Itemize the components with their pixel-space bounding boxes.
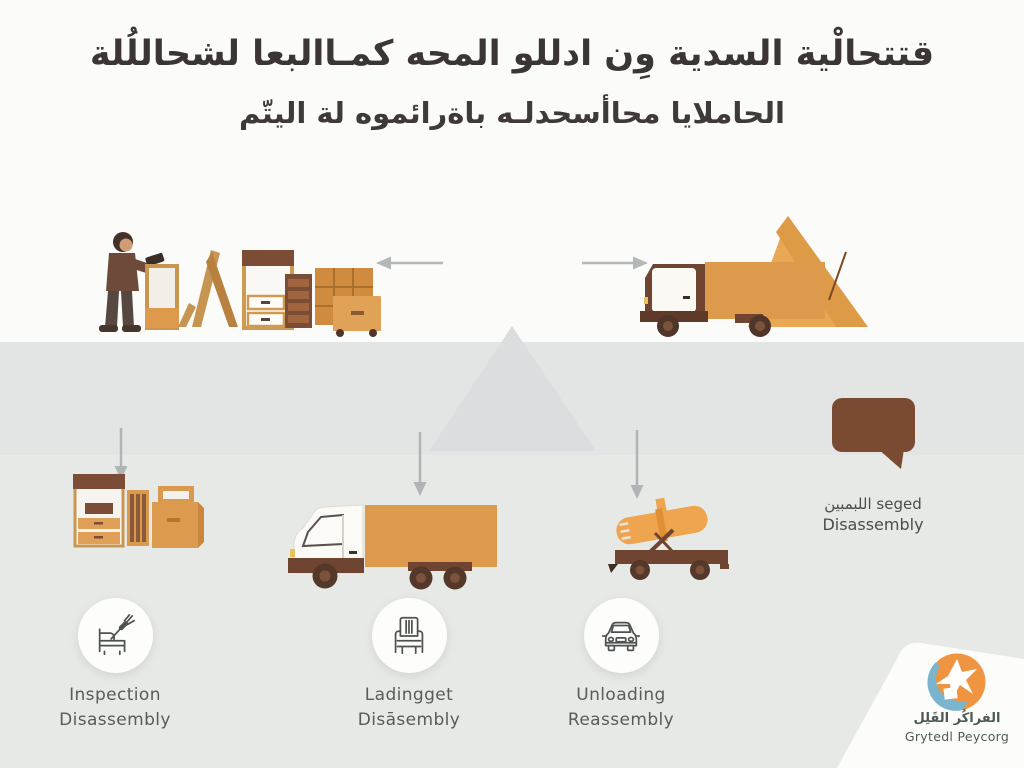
box-truck-illustration <box>288 504 497 590</box>
chair-icon <box>394 616 424 654</box>
worker-icon <box>99 232 165 332</box>
loaded-truck-illustration <box>640 216 868 337</box>
step-loading: Ladingget Disāsembly <box>334 598 484 733</box>
step-circle <box>371 598 447 673</box>
step-label-line-2: Reassembly <box>567 710 675 730</box>
title-line-2: الحاملايا محاأسحدلـه باةرائموه لة اليتّم <box>239 96 785 130</box>
arrow-down-icon-2 <box>413 432 427 496</box>
bubble-caption-line-2: Disassembly <box>822 515 924 534</box>
bubble-caption: اللبمبين seged Disassembly <box>795 495 951 534</box>
step-circle <box>583 598 659 673</box>
title-line-1: قتتحالْية السدية وِن ادللو المحه كمـاالب… <box>89 34 935 74</box>
furniture-inspection-icon <box>98 613 136 655</box>
arrow-left-icon <box>376 256 443 270</box>
trailer-cart-illustration <box>608 497 729 580</box>
step-inspection-disassembly: Inspection Disassembly <box>40 598 190 733</box>
car-icon <box>601 621 641 651</box>
arrow-down-icon-1 <box>114 428 128 480</box>
triangle-decoration <box>429 326 596 451</box>
packed-furniture-illustration <box>73 474 204 548</box>
footer-logo-text: الفراكُر القَلِل Grytedl Peycorg <box>872 710 1024 745</box>
logo-latin-name: Grytedl Peycorg <box>904 729 1010 744</box>
corner-wedge <box>837 642 1024 768</box>
company-logo-icon <box>927 653 986 711</box>
speech-bubble-icon <box>832 398 915 469</box>
step-label-line-1: Ladingget <box>364 685 454 705</box>
logo-arabic-name: الفراكُر القَلِل <box>913 711 1001 726</box>
step-unloading-reassembly: Unloading Reassembly <box>546 598 696 733</box>
disassembled-furniture-illustration <box>145 250 381 337</box>
step-label-line-1: Inspection <box>69 685 161 705</box>
bubble-caption-line-1: اللبمبين seged <box>824 495 922 513</box>
arrow-down-icon-3 <box>630 430 644 499</box>
step-circle <box>77 598 153 673</box>
arrow-right-icon <box>582 256 648 270</box>
step-label-line-2: Disāsembly <box>357 710 461 730</box>
step-label-line-2: Disassembly <box>59 710 171 730</box>
step-label-line-1: Unloading <box>576 685 666 705</box>
